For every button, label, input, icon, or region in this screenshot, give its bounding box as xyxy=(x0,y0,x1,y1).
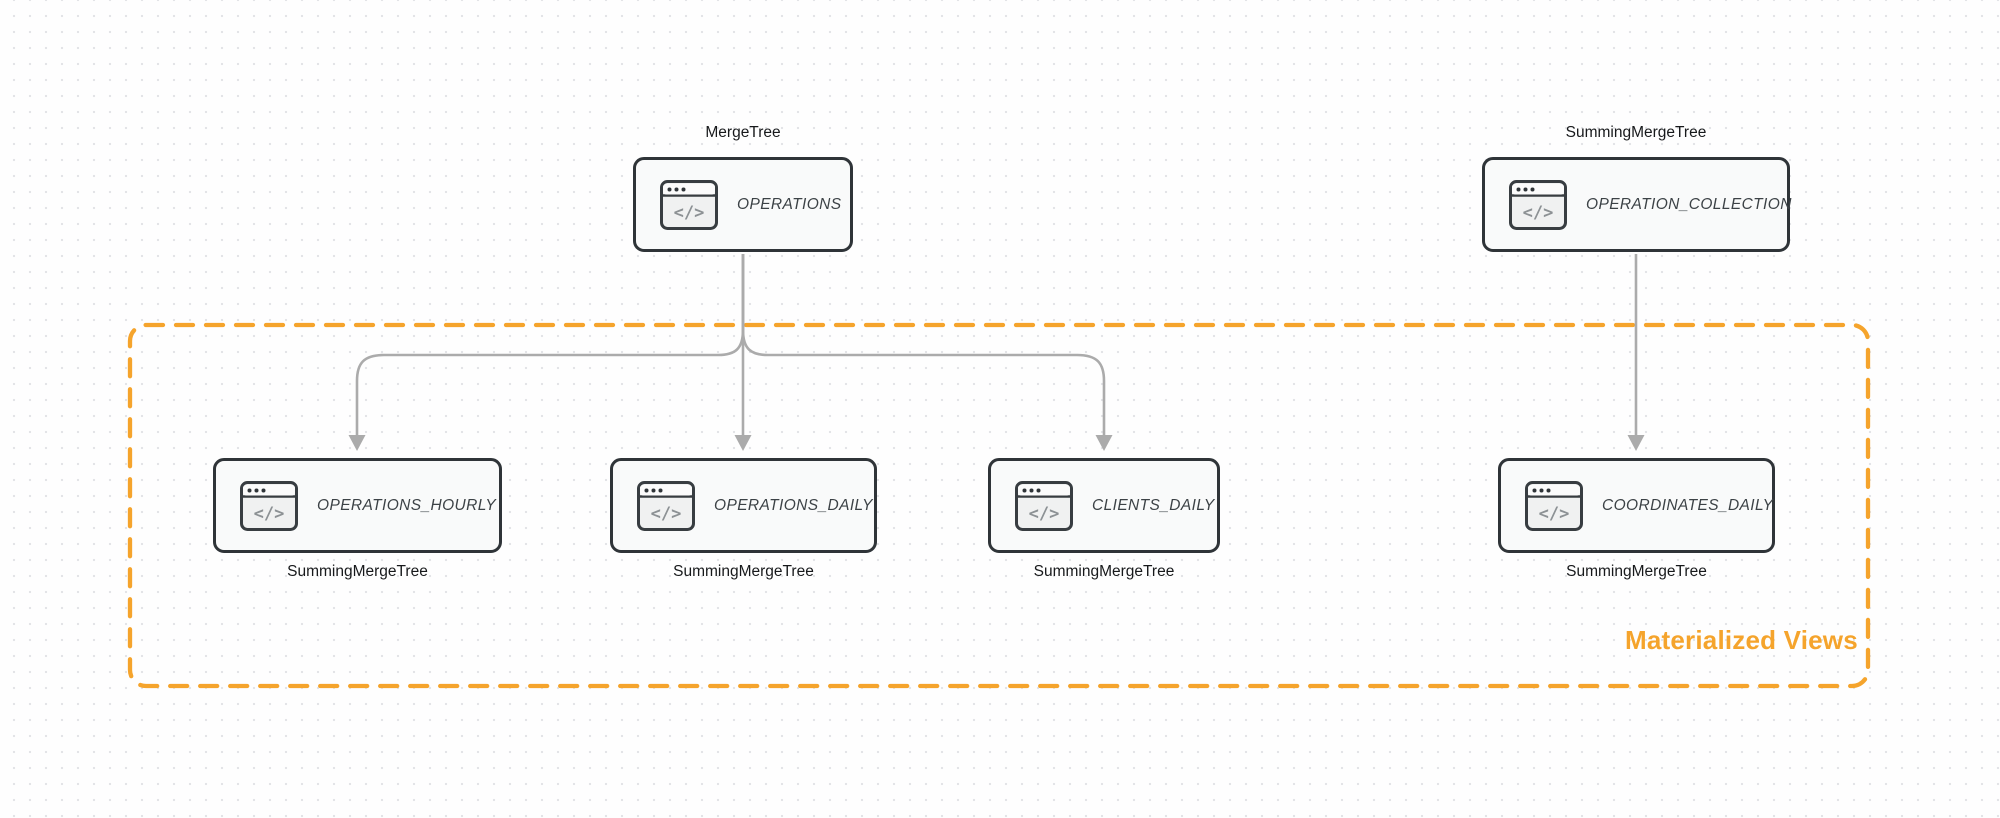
edge-operations-to-operations-hourly xyxy=(355,254,745,436)
engine-label-operations-hourly: SummingMergeTree xyxy=(287,563,428,580)
code-window-icon: </> xyxy=(660,179,718,230)
node-operations-hourly[interactable]: </> OPERATIONS_HOURLY xyxy=(213,458,502,553)
node-title: OPERATIONS xyxy=(737,195,842,213)
code-window-icon: </> xyxy=(1015,480,1073,531)
materialized-views-group-label: Materialized Views xyxy=(1625,625,1858,655)
code-window-icon: </> xyxy=(1525,480,1583,531)
engine-label-operations-daily: SummingMergeTree xyxy=(673,563,814,580)
node-operation-collection[interactable]: </> OPERATION_COLLECTION xyxy=(1482,157,1792,252)
engine-label-clients-daily: SummingMergeTree xyxy=(1033,563,1175,580)
engine-label-coordinates-daily: SummingMergeTree xyxy=(1566,563,1707,580)
node-title: OPERATIONS_DAILY xyxy=(714,496,873,514)
arrowhead-icon xyxy=(348,435,366,451)
node-operations-daily[interactable]: </> OPERATIONS_DAILY xyxy=(610,458,877,553)
svg-text:</>: </> xyxy=(674,203,705,223)
svg-text:</>: </> xyxy=(651,504,682,524)
node-title: OPERATIONS_HOURLY xyxy=(317,496,497,514)
arrowhead-icon xyxy=(1095,435,1113,451)
svg-text:</>: </> xyxy=(254,504,285,524)
svg-text:</>: </> xyxy=(1523,203,1554,223)
svg-text:</>: </> xyxy=(1029,504,1060,524)
engine-label-operations: MergeTree xyxy=(705,124,781,141)
arrowhead-icon xyxy=(734,435,752,451)
node-clients-daily[interactable]: </> CLIENTS_DAILY xyxy=(988,458,1220,553)
edge-operations-to-clients-daily xyxy=(741,254,1106,436)
code-window-icon: </> xyxy=(637,480,695,531)
node-title: OPERATION_COLLECTION xyxy=(1586,195,1792,213)
engine-label-operation-collection: SummingMergeTree xyxy=(1565,124,1707,141)
arrowhead-icon xyxy=(1627,435,1645,451)
node-operations[interactable]: </> OPERATIONS xyxy=(633,157,853,252)
svg-text:</>: </> xyxy=(1539,504,1570,524)
node-coordinates-daily[interactable]: </> COORDINATES_DAILY xyxy=(1498,458,1775,553)
node-title: CLIENTS_DAILY xyxy=(1092,496,1215,514)
code-window-icon: </> xyxy=(240,480,298,531)
node-title: COORDINATES_DAILY xyxy=(1602,496,1774,514)
code-window-icon: </> xyxy=(1509,179,1567,230)
